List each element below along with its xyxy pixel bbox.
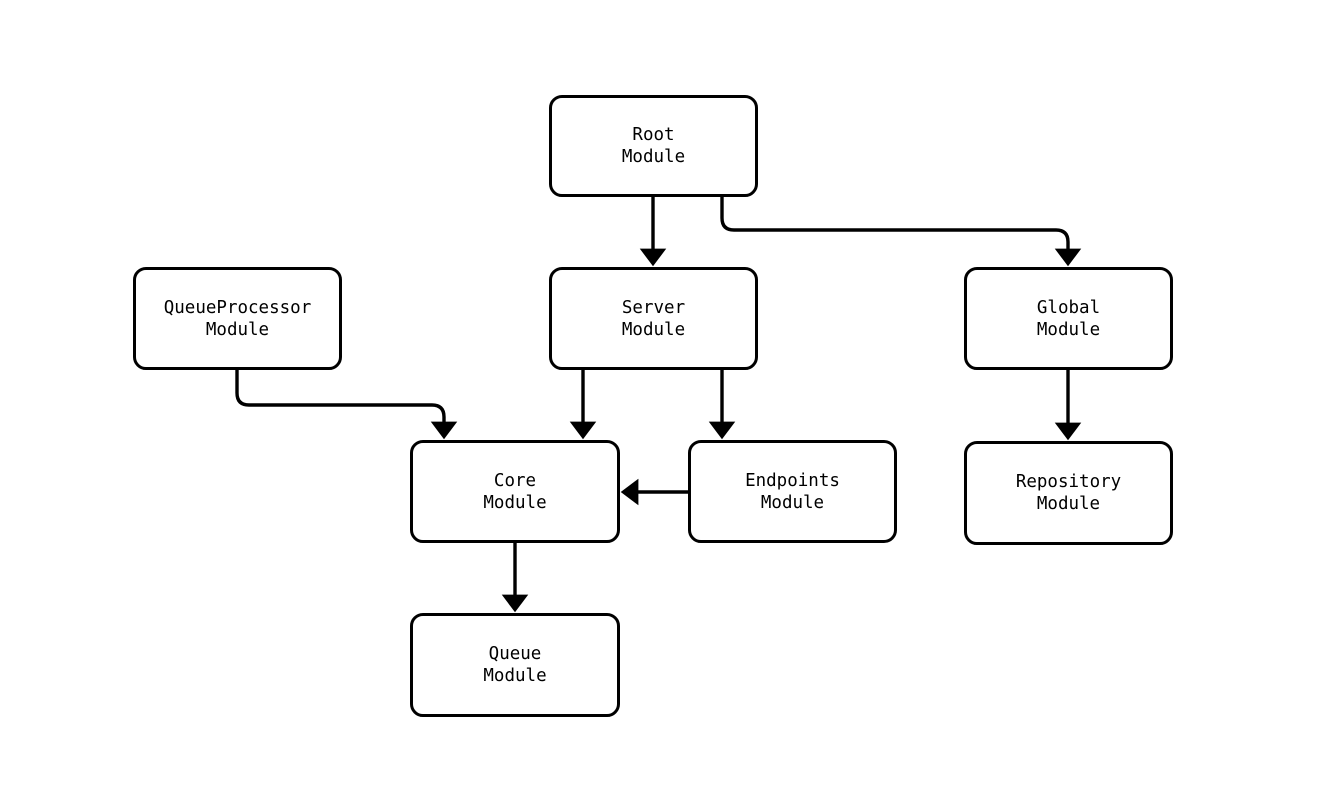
node-label: Repository Module xyxy=(1015,472,1122,514)
node-label: Root Module xyxy=(621,125,686,167)
node-queueprocessor-module[interactable]: QueueProcessor Module xyxy=(133,267,342,370)
node-core-module[interactable]: Core Module xyxy=(410,440,620,543)
node-label: Server Module xyxy=(621,297,686,340)
node-queue-module[interactable]: Queue Module xyxy=(410,613,620,717)
node-label: QueueProcessor Module xyxy=(163,297,312,340)
edge-queueprocessor-core xyxy=(235,370,458,440)
node-root-module[interactable]: Root Module xyxy=(549,95,758,197)
edge-root-global xyxy=(720,197,1082,267)
node-global-module[interactable]: Global Module xyxy=(964,267,1173,370)
node-label: Global Module xyxy=(1036,297,1101,340)
node-endpoints-module[interactable]: Endpoints Module xyxy=(688,440,897,543)
node-label: Endpoints Module xyxy=(745,470,840,513)
node-label: Queue Module xyxy=(483,644,547,686)
node-server-module[interactable]: Server Module xyxy=(549,267,758,370)
node-label: Core Module xyxy=(483,470,547,513)
node-repository-module[interactable]: Repository Module xyxy=(964,441,1173,545)
edges-group xyxy=(235,197,1082,613)
